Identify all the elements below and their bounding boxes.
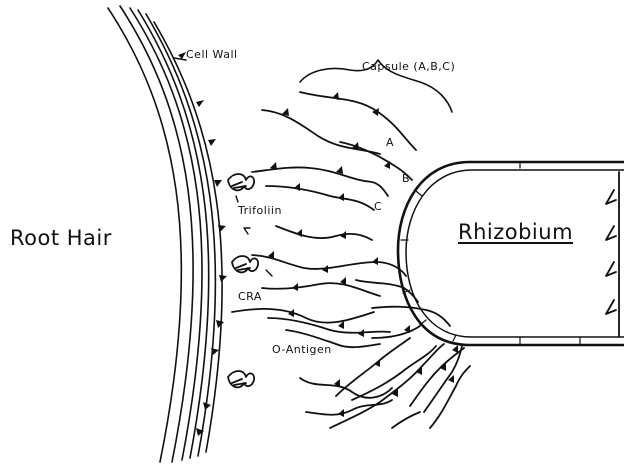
trifoliin-lectin-icon xyxy=(228,371,254,387)
trifoliin-lectin-icon xyxy=(232,256,258,272)
rhizobium-cell xyxy=(398,162,624,345)
root-hair-label: Root Hair xyxy=(10,226,112,250)
capsule-label: Capsule (A,B,C) xyxy=(362,60,455,73)
capsule-strands xyxy=(232,92,450,347)
arrowhead-marker xyxy=(268,92,458,417)
root-hair-cell-wall xyxy=(108,6,222,462)
trifoliin-label: Trifoliin xyxy=(238,204,282,217)
capsule-b-label: B xyxy=(402,172,410,185)
cra-label: CRA xyxy=(238,290,262,303)
capsule-a-label: A xyxy=(386,136,394,149)
o-antigen-label: O-Antigen xyxy=(272,343,332,356)
rhizobium-flagella xyxy=(606,190,616,314)
trifoliin-lectin-icon xyxy=(228,174,254,190)
cell-wall-pointer xyxy=(174,58,186,60)
cell-wall-label: Cell Wall xyxy=(186,48,238,61)
rhizobium-label: Rhizobium xyxy=(458,220,573,244)
capsule-c-label: C xyxy=(374,200,382,213)
